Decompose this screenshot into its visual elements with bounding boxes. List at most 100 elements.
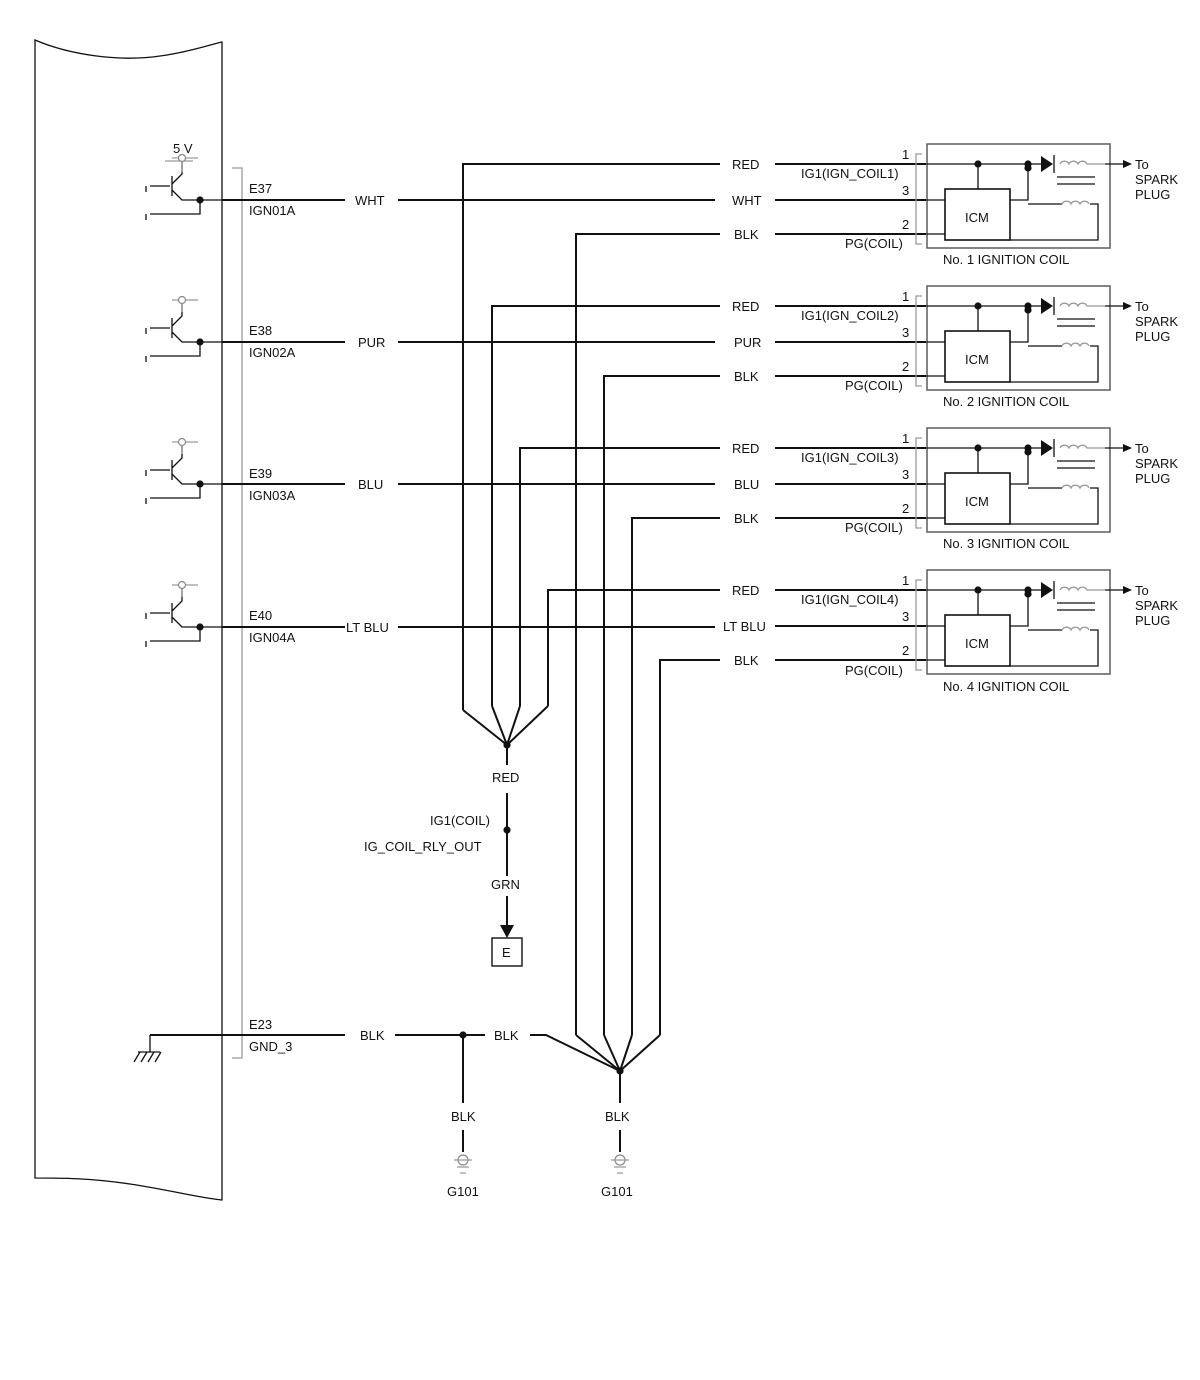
coil3-signal-pin: 3 <box>902 467 909 482</box>
coil2-supply-label: IG1(IGN_COIL2) <box>801 308 899 323</box>
coil-ground-feed-wire <box>530 1034 621 1072</box>
ecm-body-outline <box>34 39 223 1201</box>
coil-supply-wire-3 <box>519 447 927 706</box>
coil-ground-wire-2 <box>603 375 927 1035</box>
coil1-supply-label: IG1(IGN_COIL1) <box>801 166 899 181</box>
spark-arrow-icon-2 <box>1123 302 1132 310</box>
coil-core-icon-1 <box>1057 176 1095 185</box>
wire-color-wht: WHT <box>355 193 385 208</box>
ecm-pin-e37: E37 <box>249 181 272 196</box>
coil1-ground-color: BLK <box>734 227 759 242</box>
driver-pullup-node-2 <box>177 295 187 305</box>
coil1-output-line3: PLUG <box>1135 187 1170 202</box>
coil-supply-wire-4 <box>547 589 927 706</box>
icm-supply-node-3 <box>974 444 982 452</box>
power-feed-label-1: IG1(COIL) <box>430 813 490 828</box>
coil4-signal-pin: 3 <box>902 609 909 624</box>
coil-junction-node-2 <box>1024 306 1032 314</box>
coil-connector-bracket-3 <box>915 437 922 529</box>
coil4-name: No. 4 IGNITION COIL <box>943 679 1069 694</box>
ground-bars <box>611 1159 629 1174</box>
ground-g101-right-icon <box>611 1154 629 1174</box>
wire-color-gnd-blk: BLK <box>360 1028 385 1043</box>
ignition-coil-box-4 <box>926 569 1111 675</box>
coil2-ground-color: BLK <box>734 369 759 384</box>
icm-supply-node-4 <box>974 586 982 594</box>
coil1-name: No. 1 IGNITION COIL <box>943 252 1069 267</box>
coil3-output-line3: PLUG <box>1135 471 1170 486</box>
coil-internal-wiring-2 <box>927 305 1099 383</box>
ground-bars <box>454 1159 472 1174</box>
coil-junction-node-4 <box>1024 590 1032 598</box>
coil-ground-merge <box>575 1034 661 1152</box>
power-feed-node <box>503 826 511 834</box>
coil4-ground-label: PG(COIL) <box>845 663 903 678</box>
diode-icon-1 <box>1041 156 1053 172</box>
spark-arrow-icon-3 <box>1123 444 1132 452</box>
coil4-ground-color: BLK <box>734 653 759 668</box>
coil1-module-label: ICM <box>965 210 989 225</box>
red-splice-node <box>503 741 511 749</box>
ignition-coil-box-2 <box>926 285 1111 391</box>
secondary-winding-icon-4 <box>1059 586 1105 592</box>
coil2-module-label: ICM <box>965 352 989 367</box>
coil2-supply-pin: 1 <box>902 289 909 304</box>
diagram-linework <box>34 39 243 1201</box>
coil4-output-line3: PLUG <box>1135 613 1170 628</box>
coil-ground-splice-node <box>616 1067 624 1075</box>
coil-ground-wire-4 <box>659 659 927 1035</box>
ecm-ground-splice-node <box>459 1031 467 1039</box>
spark-arrow-icon-1 <box>1123 160 1132 168</box>
ground-g101-left-icon <box>454 1154 472 1174</box>
diode-icon-4 <box>1041 582 1053 598</box>
coil4-output-line1: To <box>1135 583 1149 598</box>
supply-voltage-label: 5 V <box>173 141 193 156</box>
ecm-pin-e39: E39 <box>249 466 272 481</box>
coil1-supply-color: RED <box>732 157 759 172</box>
driver-output-node-1 <box>196 196 204 204</box>
primary-winding-icon-3 <box>1061 484 1090 490</box>
spark-arrow-icon-4 <box>1123 586 1132 594</box>
coil4-supply-pin: 1 <box>902 573 909 588</box>
red-trunk-merge <box>462 705 549 765</box>
coil4-output-line2: SPARK <box>1135 598 1178 613</box>
driver-transistor-4 <box>145 589 222 647</box>
diode-icon-3 <box>1041 440 1053 456</box>
secondary-winding-icon-3 <box>1059 444 1105 450</box>
power-splice-color: RED <box>492 770 519 785</box>
coil-ground-wire-1 <box>575 233 927 1035</box>
ecm-signal-ign02a: IGN02A <box>249 345 296 360</box>
coil3-output-line2: SPARK <box>1135 456 1178 471</box>
driver-pullup-node-3 <box>177 437 187 447</box>
icm-module-4 <box>944 614 1011 667</box>
coil1-ground-label: PG(COIL) <box>845 236 903 251</box>
coil2-signal-pin: 3 <box>902 325 909 340</box>
coil-internal-wiring-1 <box>927 163 1099 241</box>
wire-color-pur: PUR <box>358 335 385 350</box>
coil3-supply-pin: 1 <box>902 431 909 446</box>
ecm-pin-e23: E23 <box>249 1017 272 1032</box>
coil1-output-line1: To <box>1135 157 1149 172</box>
coil3-signal-color: BLU <box>734 477 759 492</box>
driver-output-node-4 <box>196 623 204 631</box>
icm-module-3 <box>944 472 1011 525</box>
primary-winding-icon-1 <box>1061 200 1090 206</box>
coil-junction-node-1 <box>1024 164 1032 172</box>
primary-winding-icon-2 <box>1061 342 1090 348</box>
ecm-pin-e40: E40 <box>249 608 272 623</box>
ground-g101-right: G101 <box>601 1184 633 1199</box>
icm-supply-node-2 <box>974 302 982 310</box>
coil-ground-wire-3 <box>631 517 927 1035</box>
ecm-ground-wire <box>150 1034 485 1152</box>
driver-output-node-3 <box>196 480 204 488</box>
coil2-output-line3: PLUG <box>1135 329 1170 344</box>
coil4-signal-color: LT BLU <box>723 619 766 634</box>
ground-g101-left: G101 <box>447 1184 479 1199</box>
coil3-supply-color: RED <box>732 441 759 456</box>
coil1-signal-color: WHT <box>732 193 762 208</box>
coil4-module-label: ICM <box>965 636 989 651</box>
power-feed-label-2: IG_COIL_RLY_OUT <box>364 839 482 854</box>
coil2-output-line1: To <box>1135 299 1149 314</box>
coil2-ground-pin: 2 <box>902 359 909 374</box>
